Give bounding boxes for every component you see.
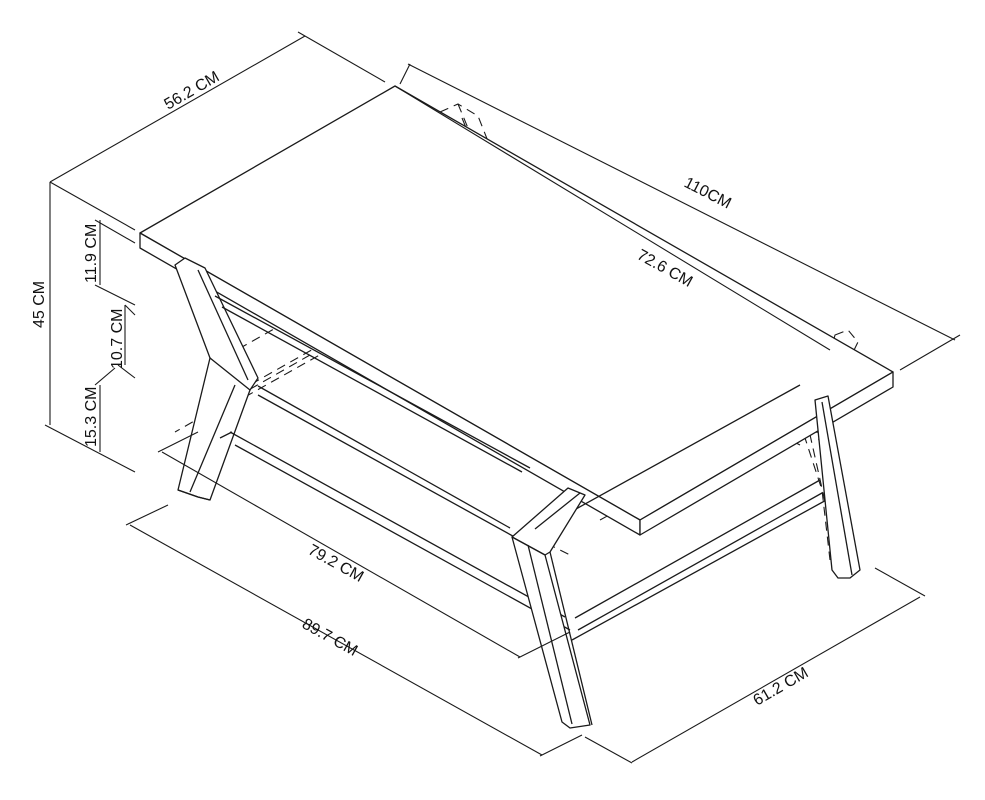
- label-leg-span-length: 89.7 CM: [299, 616, 360, 660]
- label-shelf-gap: 10.7 CM: [109, 309, 126, 369]
- label-top-to-shelf: 11.9 CM: [83, 224, 100, 283]
- lower-shelf: [214, 295, 831, 641]
- label-top-length: 110CM: [681, 174, 734, 212]
- dimension-lines: [44, 31, 961, 764]
- front-right-leg: [511, 487, 593, 729]
- table-top: [139, 85, 894, 536]
- back-right-leg: [814, 395, 861, 579]
- label-leg-span-depth: 61.2 CM: [751, 665, 812, 710]
- front-left-leg: [174, 257, 259, 501]
- label-overall-height: 45 CM: [31, 281, 48, 328]
- label-shelf-to-floor: 15.3 CM: [83, 387, 100, 447]
- label-top-depth: 56.2 CM: [162, 69, 223, 114]
